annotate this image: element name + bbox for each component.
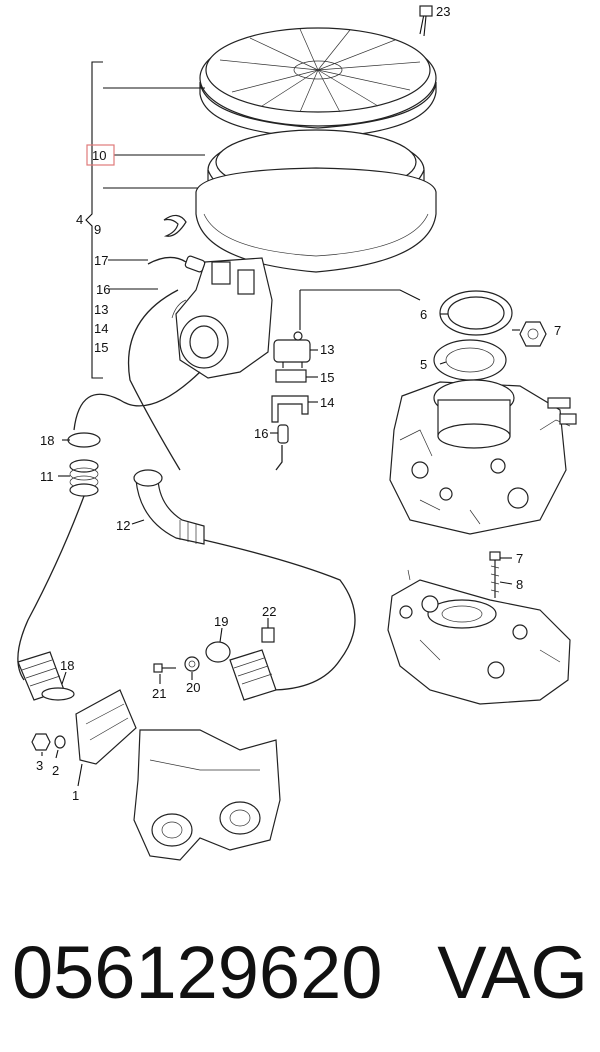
callout-2: 2 bbox=[52, 763, 59, 778]
intake-manifold bbox=[133, 729, 281, 861]
corrugated-hose-right bbox=[205, 641, 277, 701]
brand-label: VAG bbox=[437, 931, 588, 1014]
gasket-5 bbox=[433, 339, 507, 381]
callout-14b: 14 bbox=[320, 395, 334, 410]
highlight-box-10 bbox=[86, 144, 115, 166]
callout-13b: 13 bbox=[320, 342, 334, 357]
callout-18a: 18 bbox=[40, 433, 54, 448]
carburetor-upper bbox=[389, 379, 577, 535]
callout-labels: 23 10 4 9 17 16 13 14 15 6 7 5 13 15 14 … bbox=[36, 4, 561, 803]
air-filter-lid bbox=[199, 27, 437, 139]
group-bracket-4 bbox=[85, 61, 103, 379]
intake-snorkel bbox=[171, 257, 273, 379]
hose-clamp-18a bbox=[67, 432, 101, 448]
retaining-clip bbox=[163, 214, 187, 237]
screw-21 bbox=[153, 663, 176, 673]
callout-19: 19 bbox=[214, 614, 228, 629]
leader-lines-2 bbox=[41, 313, 520, 787]
valve-13 bbox=[273, 331, 311, 368]
bracket-14 bbox=[271, 395, 309, 423]
clip-22 bbox=[261, 627, 275, 643]
intake-duct-1 bbox=[75, 689, 137, 765]
callout-17: 17 bbox=[94, 253, 108, 268]
callout-16b: 16 bbox=[254, 426, 268, 441]
callout-23: 23 bbox=[436, 4, 450, 19]
callout-7a: 7 bbox=[554, 323, 561, 338]
callout-6: 6 bbox=[420, 307, 427, 322]
leader-lines bbox=[103, 13, 425, 330]
callout-8: 8 bbox=[516, 577, 523, 592]
carburetor-gasket-6 bbox=[439, 290, 513, 336]
washer-2 bbox=[54, 735, 66, 749]
callout-15b: 15 bbox=[320, 370, 334, 385]
callout-5: 5 bbox=[420, 357, 427, 372]
callout-15a: 15 bbox=[94, 340, 108, 355]
callout-14a: 14 bbox=[94, 321, 108, 336]
callout-22: 22 bbox=[262, 604, 276, 619]
hose-16 bbox=[275, 445, 283, 471]
callout-10: 10 bbox=[92, 148, 106, 163]
washer-20 bbox=[184, 656, 200, 672]
callout-20: 20 bbox=[186, 680, 200, 695]
gasket-15 bbox=[275, 369, 307, 383]
air-filter-housing bbox=[195, 167, 437, 273]
screw-23 bbox=[419, 5, 433, 37]
duct-12 bbox=[133, 469, 205, 545]
callout-1: 1 bbox=[72, 788, 79, 803]
part-number: 056129620 bbox=[12, 931, 383, 1014]
corrugated-hose-left bbox=[17, 651, 75, 701]
callout-7b: 7 bbox=[516, 551, 523, 566]
callout-3: 3 bbox=[36, 758, 43, 773]
callout-12: 12 bbox=[116, 518, 130, 533]
callout-11: 11 bbox=[40, 469, 54, 484]
callout-9: 9 bbox=[94, 222, 101, 237]
nut-7 bbox=[519, 321, 547, 347]
callout-4: 4 bbox=[76, 212, 83, 227]
nut-3 bbox=[31, 733, 51, 751]
part-number-footer: 056129620 VAG bbox=[12, 928, 588, 1018]
plug-16 bbox=[277, 424, 289, 444]
hose-11 bbox=[69, 459, 99, 497]
bolt-7-8 bbox=[489, 551, 501, 598]
callout-21: 21 bbox=[152, 686, 166, 701]
carburetor-lower bbox=[387, 569, 571, 705]
callout-16a: 16 bbox=[96, 282, 110, 297]
callout-18b: 18 bbox=[60, 658, 74, 673]
callout-13a: 13 bbox=[94, 302, 108, 317]
